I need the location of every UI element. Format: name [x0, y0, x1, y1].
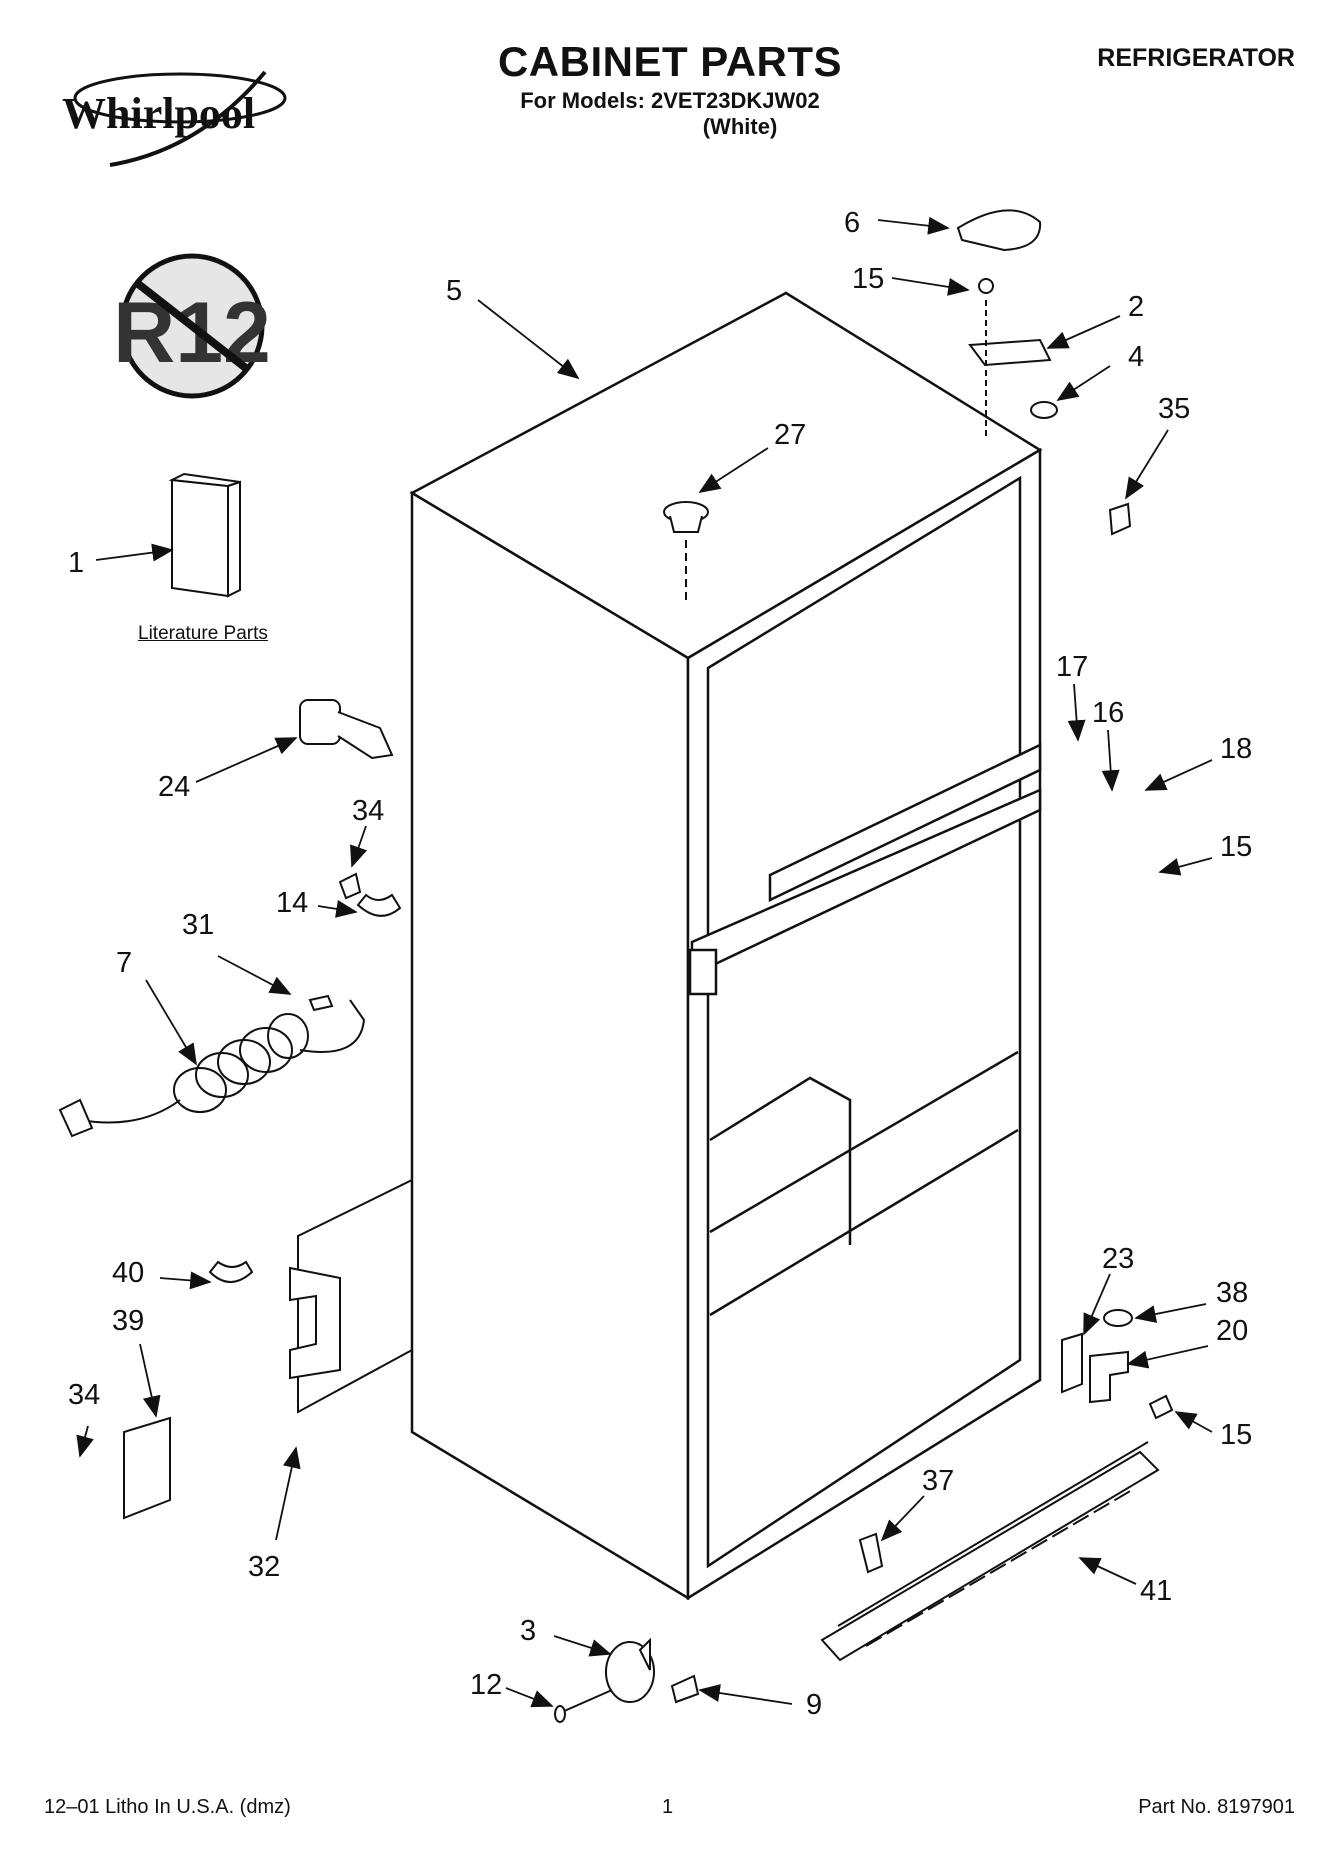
color-line: (White) [702, 114, 778, 139]
callout-31: 31 [182, 909, 214, 941]
callout-9: 9 [806, 1689, 822, 1721]
callout-35: 35 [1158, 393, 1190, 425]
callout-40: 40 [112, 1257, 144, 1289]
cabinet-top-plug [663, 501, 709, 600]
whirlpool-swoosh-icon [73, 70, 287, 167]
callout-14: 14 [276, 887, 308, 919]
callout-1: 1 [68, 547, 84, 579]
callout-24: 24 [158, 771, 190, 803]
callout-16: 16 [1092, 697, 1124, 729]
footer-page-number: 1 [662, 1796, 674, 1818]
callout-18: 18 [1220, 733, 1252, 765]
callout-23: 23 [1102, 1243, 1134, 1275]
page-title: CABINET PARTS [497, 38, 843, 85]
roller-assembly [554, 1637, 700, 1723]
no-r12-prohibition-icon: R12 [113, 253, 271, 399]
callout-leader-lines [76, 216, 1213, 1708]
refrigerator-cabinet [409, 291, 1043, 1601]
callout-38: 38 [1216, 1277, 1248, 1309]
power-cord [58, 994, 366, 1138]
callout-5: 5 [446, 275, 462, 307]
callout-17: 17 [1056, 651, 1088, 683]
callout-15-top: 15 [852, 263, 884, 295]
callout-41: 41 [1140, 1575, 1172, 1607]
callout-15-mid: 15 [1220, 831, 1252, 863]
footer-litho: 12–01 Litho In U.S.A. (dmz) [44, 1796, 291, 1818]
compressor-bracket [123, 1178, 413, 1520]
models-line: For Models: 2VET23DKJW02 [520, 88, 820, 113]
callout-32: 32 [248, 1551, 280, 1583]
callout-7: 7 [116, 947, 132, 979]
callout-6: 6 [844, 207, 860, 239]
callout-37: 37 [922, 1465, 954, 1497]
callout-numbers: 6 15 5 2 4 35 27 1 17 16 18 15 24 34 14 … [68, 207, 1252, 1721]
callout-34-upper: 34 [352, 795, 384, 827]
callout-15-bottom: 15 [1220, 1419, 1252, 1451]
footer-part-number: Part No. 8197901 [1138, 1796, 1295, 1818]
top-hinge-bracket [968, 278, 1132, 536]
callout-27: 27 [774, 419, 806, 451]
drain-fitting [299, 699, 394, 760]
literature-parts-label: Literature Parts [138, 623, 268, 644]
callout-20: 20 [1216, 1315, 1248, 1347]
toe-grille [820, 1441, 1160, 1662]
callout-2: 2 [1128, 291, 1144, 323]
bottom-hinge [1061, 1309, 1174, 1420]
callout-3: 3 [520, 1615, 536, 1647]
category-label: REFRIGERATOR [1097, 44, 1295, 72]
callout-34-lower: 34 [68, 1379, 100, 1411]
callout-12: 12 [470, 1669, 502, 1701]
grille-clip [858, 1532, 884, 1574]
literature-booklet [168, 472, 241, 598]
cord-clip [338, 872, 402, 917]
top-hinge-cover [956, 209, 1042, 252]
callout-4: 4 [1128, 341, 1144, 373]
callout-39: 39 [112, 1305, 144, 1337]
